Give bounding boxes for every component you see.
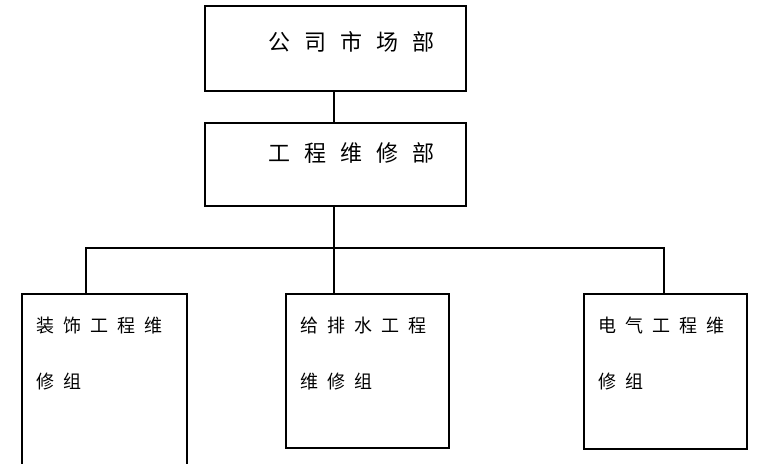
org-box-plumbing-group: 给排水工程 维修组 xyxy=(285,293,450,449)
connector-drop-left xyxy=(85,247,87,294)
label-line-1: 装饰工程维 xyxy=(36,316,171,336)
org-box-engineering-maintenance-label: 工程维修部 xyxy=(268,141,449,166)
label-line-2: 维修组 xyxy=(300,372,381,392)
connector-trunk-bottom xyxy=(333,207,335,293)
org-box-decoration-group: 装饰工程维 修组 xyxy=(21,293,188,464)
org-box-company-marketing-label: 公司市场部 xyxy=(268,30,449,55)
org-box-electrical-group-label: 电气工程维 修组 xyxy=(585,295,746,410)
org-box-plumbing-group-label: 给排水工程 维修组 xyxy=(287,295,448,410)
connector-trunk-top xyxy=(333,92,335,122)
connector-horizontal-branch xyxy=(85,247,665,249)
label-line-2: 修组 xyxy=(36,372,90,392)
org-box-decoration-group-label: 装饰工程维 修组 xyxy=(23,295,186,410)
org-box-engineering-maintenance: 工程维修部 xyxy=(204,122,467,207)
label-line-1: 给排水工程 xyxy=(300,316,435,336)
label-line-1: 电气工程维 xyxy=(598,316,733,336)
org-box-electrical-group: 电气工程维 修组 xyxy=(583,293,748,450)
label-line-2: 修组 xyxy=(598,372,652,392)
org-box-company-marketing: 公司市场部 xyxy=(204,5,467,92)
connector-drop-right xyxy=(663,247,665,294)
